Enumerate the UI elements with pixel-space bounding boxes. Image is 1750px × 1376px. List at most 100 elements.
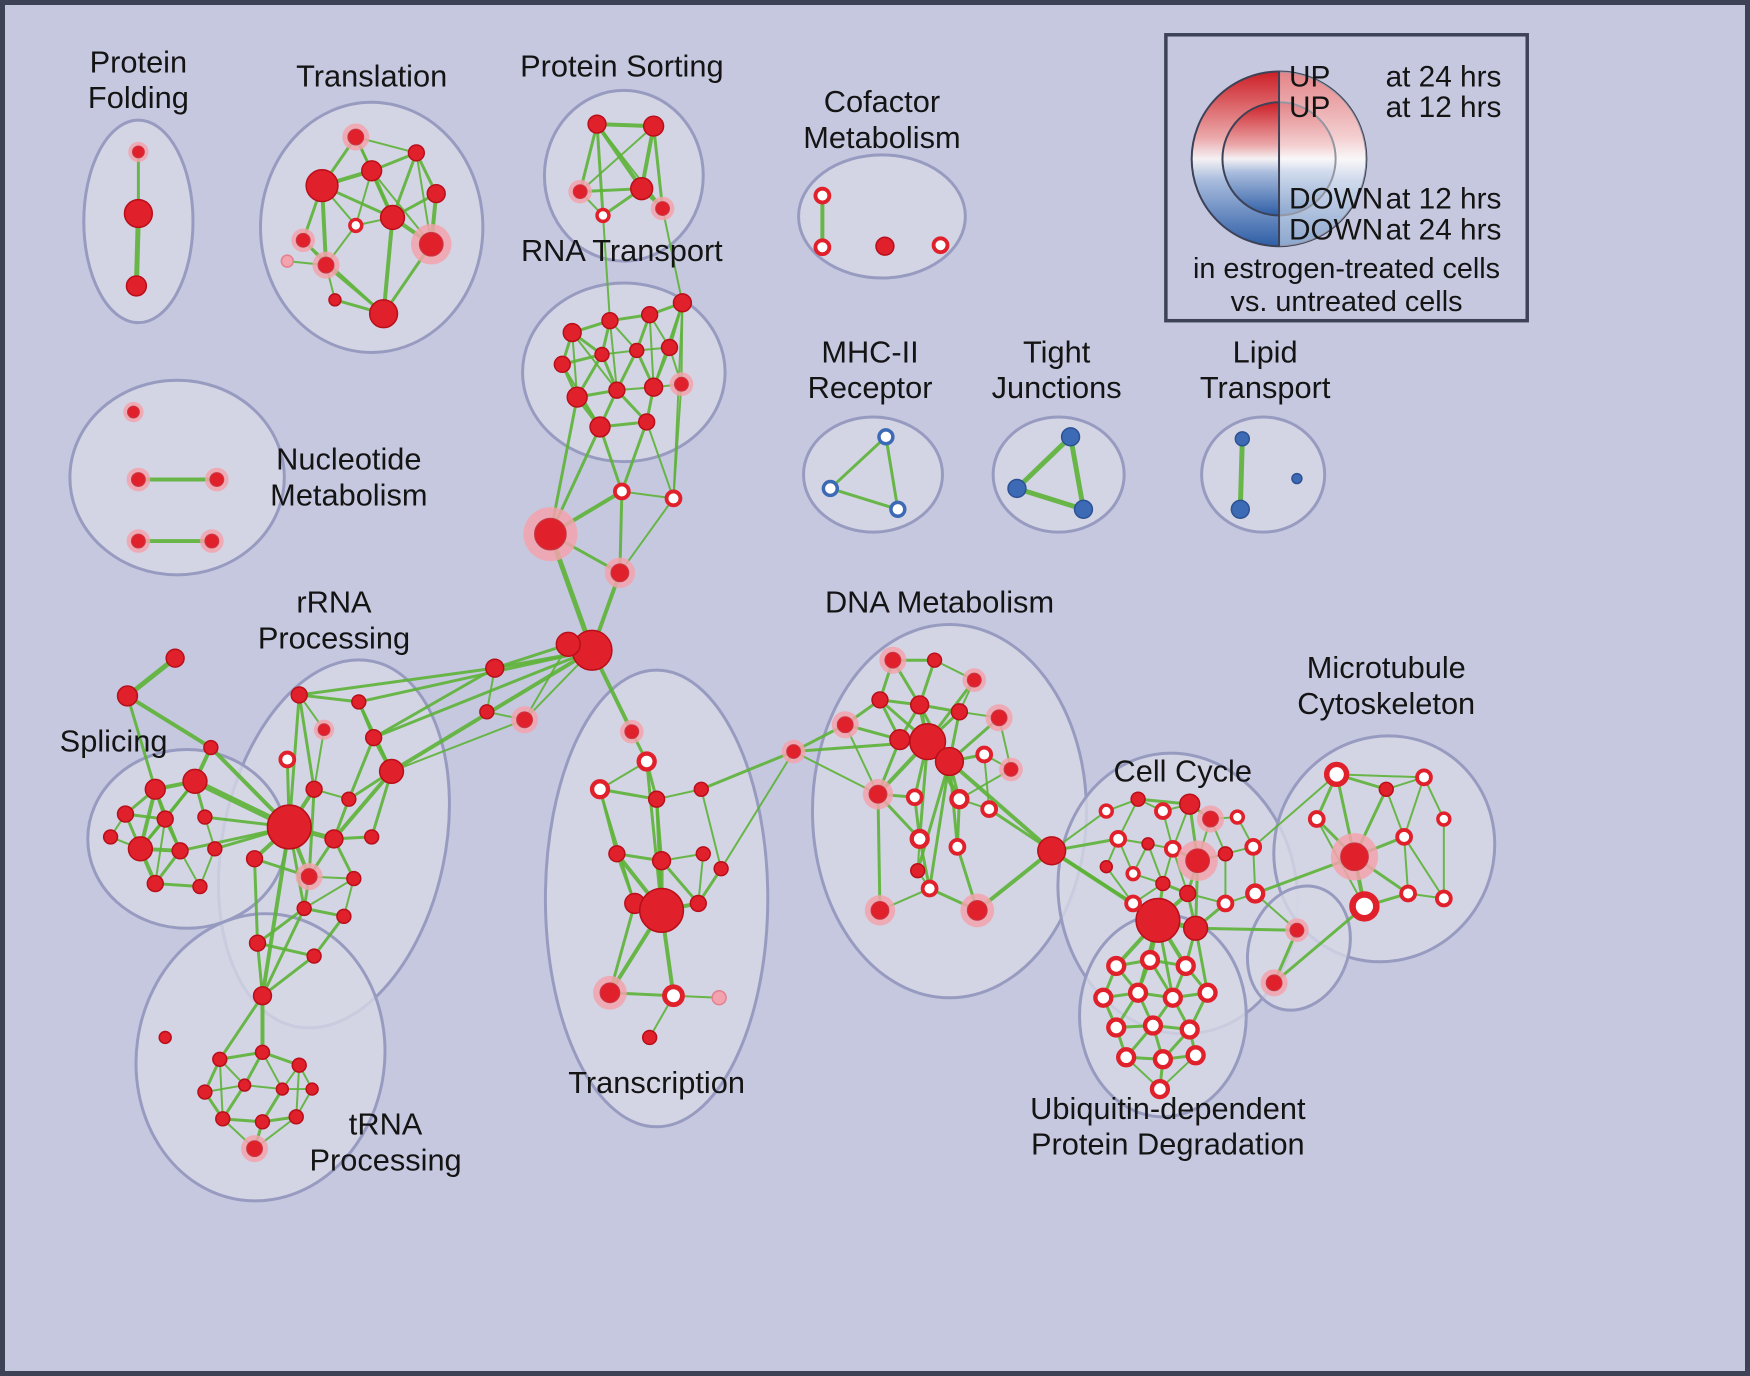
node-core	[821, 479, 840, 498]
node-core	[1175, 955, 1196, 977]
node-core	[949, 789, 970, 810]
node-core	[836, 716, 854, 734]
network-edge	[218, 994, 264, 1061]
node-core	[1244, 837, 1263, 856]
network-node-r	[1182, 915, 1209, 941]
node-core	[126, 405, 140, 419]
network-node-r	[361, 160, 383, 182]
node-core	[909, 695, 930, 715]
node-core	[636, 751, 657, 772]
network-node-ph	[864, 895, 896, 926]
network-node-ph	[291, 228, 315, 253]
node-core	[317, 723, 331, 737]
network-edge	[928, 759, 951, 891]
network-node-r	[341, 791, 357, 807]
node-core	[672, 293, 693, 313]
node-core	[1093, 987, 1114, 1008]
network-node-rr	[1125, 865, 1141, 882]
network-edge	[1272, 904, 1366, 985]
node-core	[363, 829, 380, 845]
network-edge	[579, 125, 655, 193]
node-core	[975, 745, 994, 764]
network-node-ph	[241, 1135, 269, 1163]
node-core	[1073, 499, 1094, 519]
network-node-p	[280, 254, 295, 268]
network-node-ph	[511, 706, 539, 734]
node-core	[1197, 982, 1218, 1003]
node-core	[1037, 836, 1067, 866]
network-node-b	[1060, 427, 1081, 447]
network-edge	[1252, 773, 1338, 848]
node-core	[1395, 828, 1413, 846]
node-core	[905, 788, 924, 807]
network-edge	[390, 718, 526, 773]
network-node-r	[1378, 781, 1394, 797]
network-edge	[1194, 926, 1299, 932]
network-node-r	[116, 685, 139, 707]
network-node-rr	[662, 984, 685, 1008]
network-node-r	[296, 900, 312, 917]
node-core	[207, 841, 223, 857]
network-node-rr	[1109, 830, 1128, 848]
cluster-label-cell-cycle: Cell Cycle	[1114, 753, 1252, 788]
network-node-rr	[1116, 1047, 1137, 1068]
network-edge	[1014, 485, 1086, 512]
node-core	[317, 256, 335, 274]
node-core	[1099, 859, 1114, 874]
network-node-r	[288, 1109, 304, 1125]
network-node-r	[426, 183, 446, 204]
network-node-r	[651, 851, 672, 871]
network-edge	[256, 941, 316, 958]
node-core	[347, 128, 365, 146]
node-core	[1323, 761, 1350, 788]
node-core	[934, 746, 965, 777]
node-core	[662, 984, 685, 1008]
network-node-rr	[278, 750, 297, 769]
network-node-ph	[312, 251, 340, 279]
node-core	[1230, 499, 1251, 519]
network-node-r	[215, 1111, 231, 1127]
node-core	[1149, 1078, 1171, 1100]
node-core	[1229, 809, 1246, 825]
node-core	[566, 386, 588, 408]
network-edge	[125, 693, 213, 750]
network-node-rr	[1093, 987, 1114, 1008]
network-node-rr	[920, 879, 939, 898]
node-core	[348, 217, 364, 234]
node-core	[246, 1140, 263, 1158]
node-core	[254, 1044, 271, 1061]
node-core	[1124, 894, 1142, 913]
node-core	[610, 563, 630, 583]
node-core	[1139, 949, 1161, 971]
network-node-rr	[1152, 1049, 1174, 1070]
network-node-ph	[999, 757, 1023, 782]
node-core	[1265, 974, 1283, 992]
node-core	[1245, 883, 1266, 904]
node-core	[643, 377, 664, 397]
node-core	[1155, 875, 1171, 892]
network-node-r	[660, 338, 679, 357]
network-edge	[260, 906, 306, 998]
node-core	[608, 845, 626, 863]
node-core	[638, 887, 685, 933]
network-node-r	[207, 841, 223, 857]
node-core	[300, 868, 318, 886]
network-node-ph	[879, 646, 907, 674]
node-core	[612, 482, 631, 501]
node-core	[485, 658, 505, 678]
node-core	[599, 982, 621, 1004]
network-node-rr	[980, 800, 999, 818]
node-core	[651, 851, 672, 871]
node-core	[158, 1030, 172, 1045]
network-node-ph	[781, 739, 806, 764]
node-core	[1399, 884, 1417, 903]
network-node-ph	[593, 975, 627, 1010]
node-core	[212, 1051, 228, 1067]
network-node-rr	[1349, 891, 1380, 922]
node-core	[346, 870, 362, 887]
network-node-rr	[1197, 982, 1218, 1003]
